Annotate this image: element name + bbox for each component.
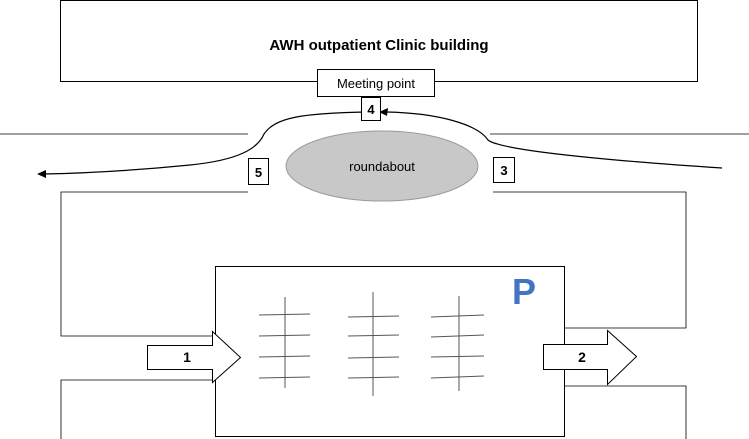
- clinic-building: [60, 0, 698, 82]
- exit-arrow-2: [543, 329, 638, 386]
- parking-row-2: [347, 292, 400, 396]
- road-edge-lower-left: [60, 191, 248, 337]
- parking-lot: [215, 266, 565, 437]
- road-edge-bottom-left: [60, 379, 217, 439]
- route-arrowhead-exit: [37, 170, 46, 178]
- step-label-2: 2: [578, 349, 586, 365]
- route-arrow-to-meeting-point: [385, 111, 723, 169]
- clinic-building-label: AWH outpatient Clinic building: [269, 37, 488, 54]
- roundabout-label: roundabout: [349, 159, 415, 174]
- step-label-3: 3: [500, 163, 507, 178]
- meeting-point-label: Meeting point: [337, 76, 415, 91]
- step-box-5: [248, 158, 269, 185]
- route-arrowhead-meeting-point: [379, 108, 388, 116]
- step-label-1: 1: [183, 349, 191, 365]
- step-label-4: 4: [367, 102, 375, 117]
- roundabout: [285, 130, 479, 202]
- step-box-3: [493, 157, 515, 183]
- road-edge-bottom-right: [565, 385, 687, 439]
- step-box-4: [361, 97, 381, 121]
- entry-arrow-1: [147, 330, 242, 384]
- route-arrow-exit-left: [43, 111, 369, 175]
- parking-symbol: P: [512, 271, 536, 312]
- parking-row-3: [430, 296, 485, 391]
- step-label-5: 5: [255, 165, 262, 180]
- parking-row-1: [258, 297, 311, 388]
- meeting-point-box: [317, 69, 435, 97]
- road-edge-lower-right: [493, 191, 687, 329]
